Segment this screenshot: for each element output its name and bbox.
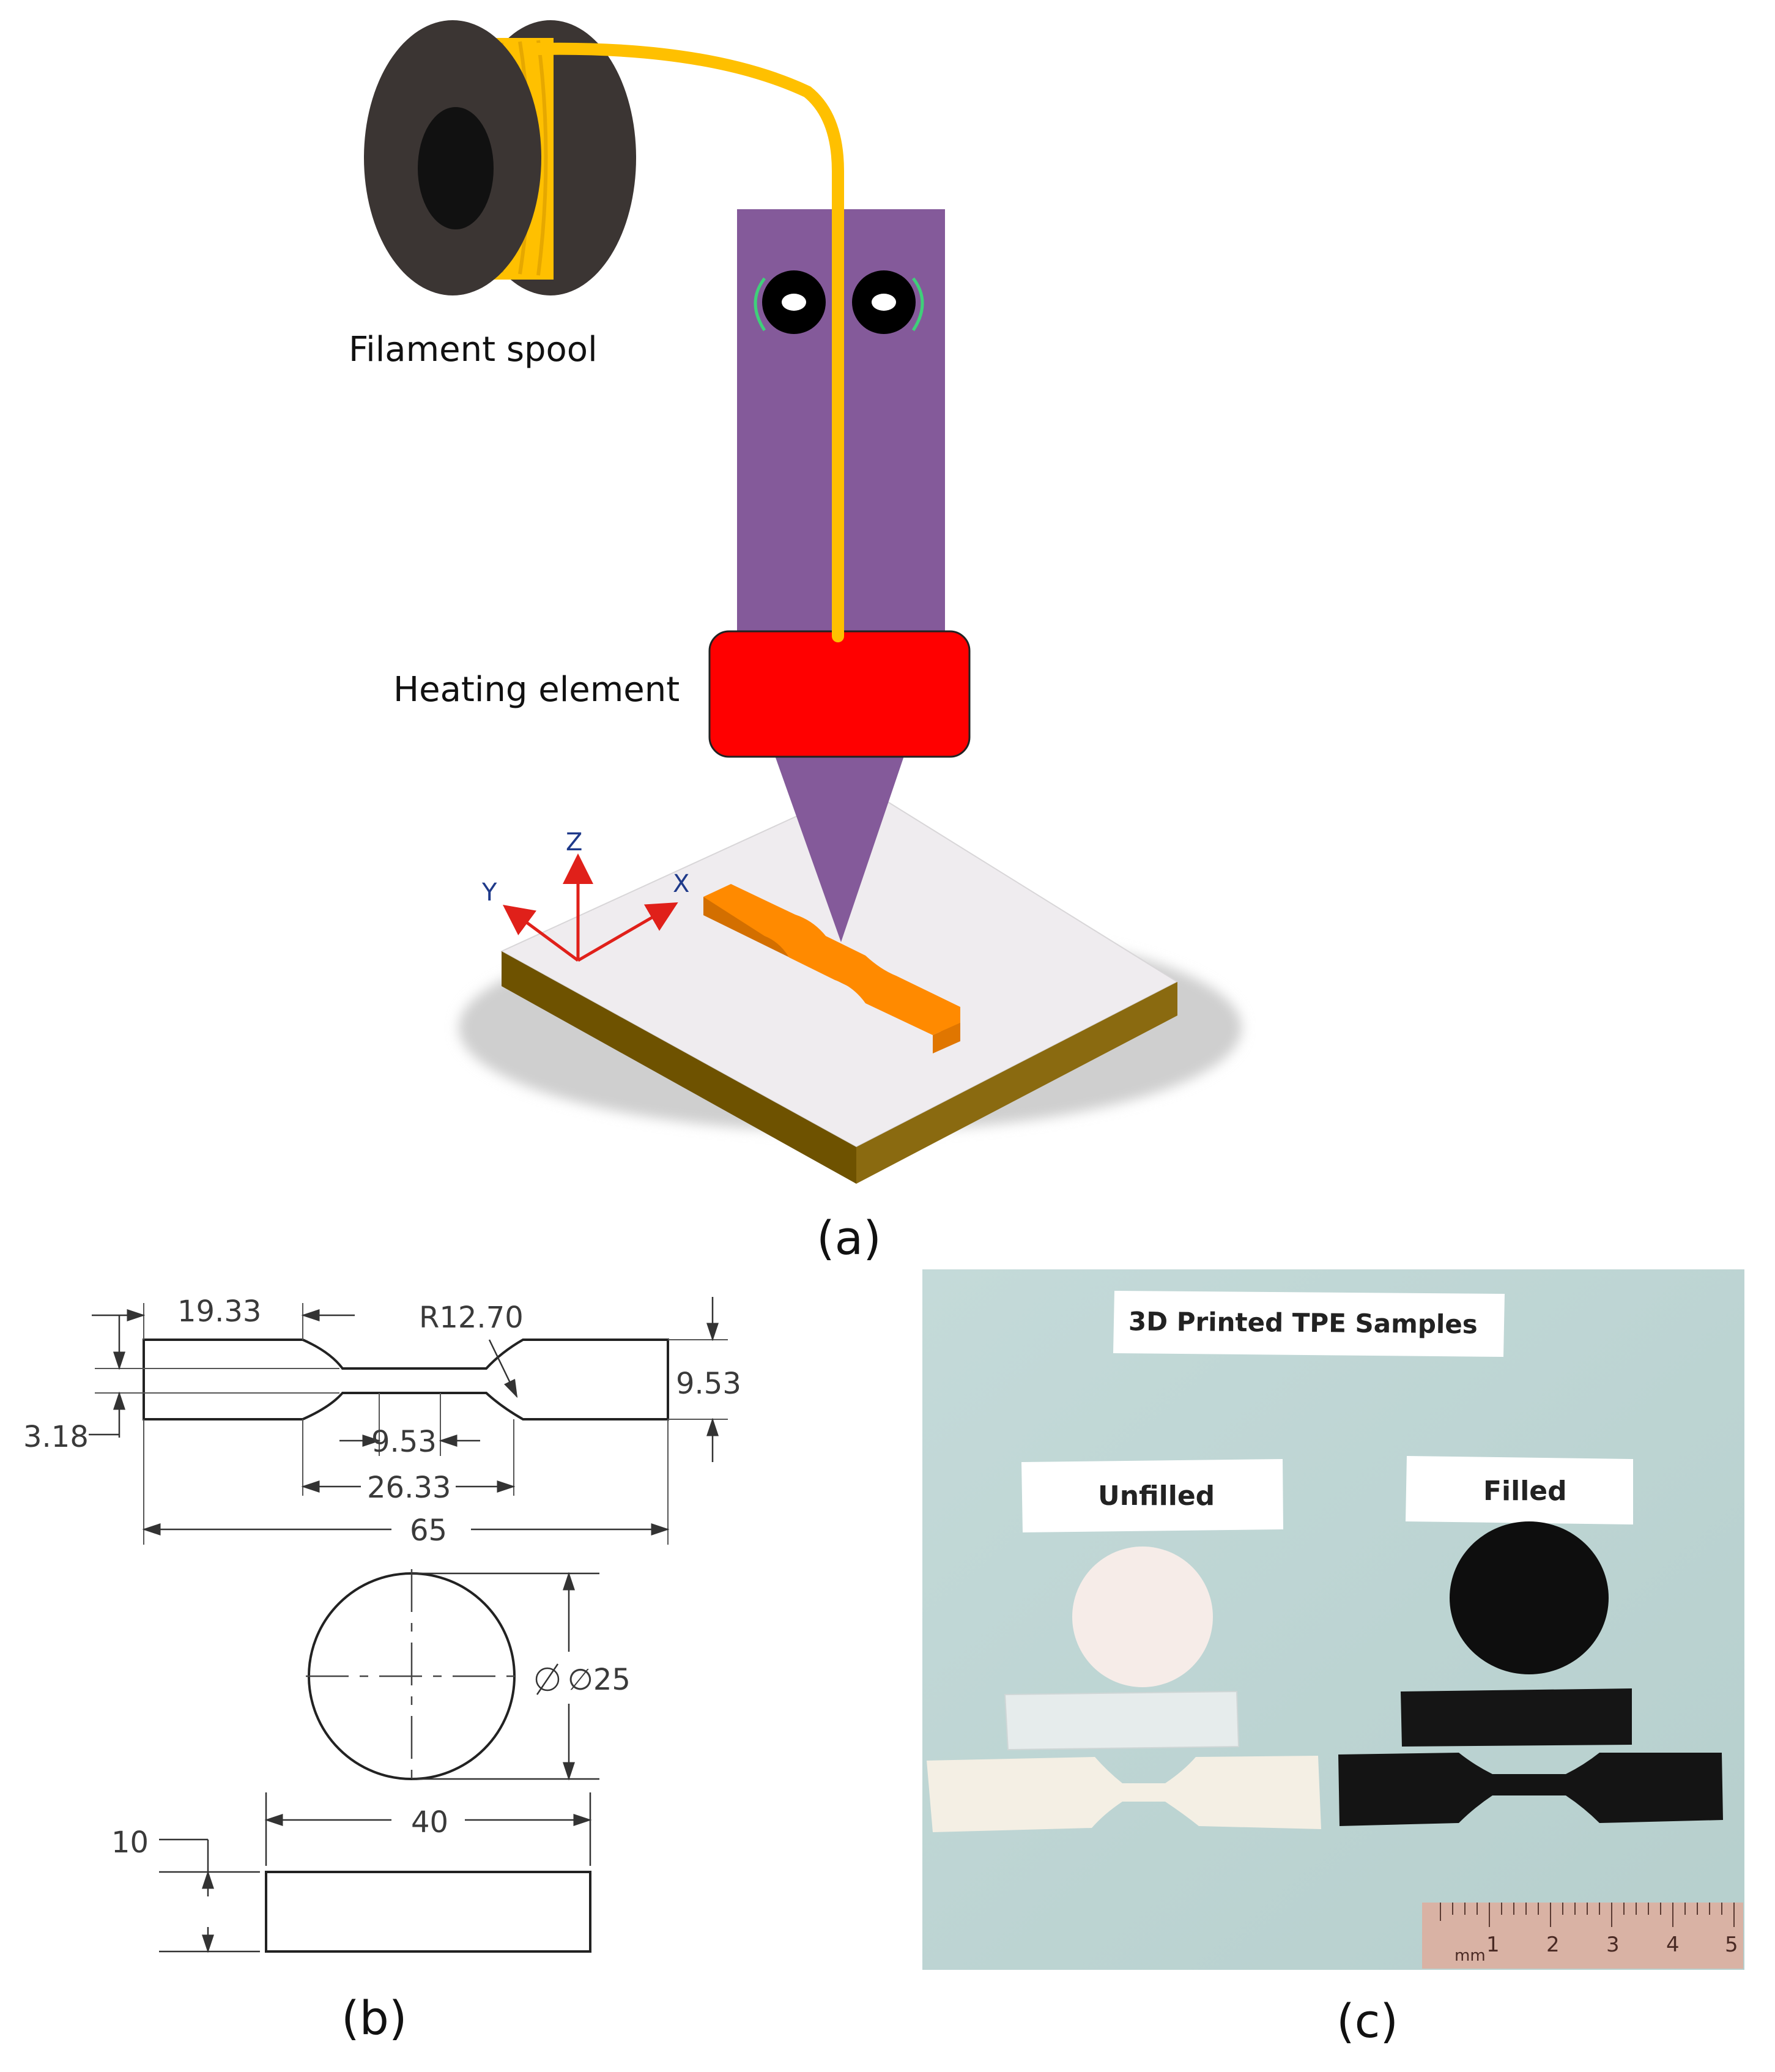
ruler-number-3: 3 — [1606, 1933, 1620, 1957]
unfilled-disc-sample — [1072, 1547, 1213, 1687]
right-gear-hub — [872, 294, 896, 311]
heating-element-label: Heating element — [393, 670, 680, 710]
filament-spool — [364, 20, 636, 295]
left-gear-hub — [782, 294, 806, 311]
bed-side-left — [502, 951, 856, 1184]
part-top — [703, 884, 960, 1035]
unfilled-label-card — [1021, 1459, 1283, 1532]
axis-triad: Z X Y — [481, 828, 689, 962]
ruler-number-4: 4 — [1666, 1933, 1680, 1957]
filled-label-text: Filled — [1483, 1476, 1567, 1507]
dim-thickness: 3.18 — [23, 1420, 89, 1454]
disc-centerlines — [306, 1569, 517, 1783]
ruler-number-2: 2 — [1546, 1933, 1560, 1957]
right-rotation-arrow-icon — [911, 277, 924, 332]
ruler-unit: mm — [1454, 1947, 1486, 1965]
left-rotation-arrow-icon — [754, 277, 766, 332]
ruler: mm 1 2 3 4 5 — [1422, 1903, 1743, 1969]
dim-gauge-length: 26.33 — [367, 1471, 451, 1505]
y-axis-arrow — [502, 905, 579, 962]
filament-spool-label: Filament spool — [349, 330, 598, 369]
filled-disc-sample — [1450, 1521, 1609, 1674]
dim-disc-diameter: ∅25 — [568, 1663, 631, 1697]
dim-fillet-radius: R12.70 — [419, 1301, 524, 1335]
drive-gears — [754, 270, 924, 334]
x-axis-label: X — [673, 870, 689, 898]
filled-block-sample — [1401, 1688, 1632, 1747]
caption-a: (a) — [817, 1211, 881, 1265]
block-dims — [159, 1792, 592, 1953]
dimension-arrows — [89, 1297, 719, 1535]
filament-strand — [532, 42, 844, 642]
caption-c: (c) — [1336, 1994, 1398, 2048]
spool-hub — [418, 107, 494, 229]
unfilled-label-text: Unfilled — [1098, 1480, 1215, 1512]
dim-overall-length: 65 — [410, 1513, 447, 1548]
filled-label-card — [1406, 1456, 1633, 1524]
panel-a: Z X Y — [349, 20, 1242, 1265]
title-card — [1113, 1291, 1505, 1357]
x-axis-arrow — [577, 902, 678, 962]
caption-b: (b) — [341, 1991, 407, 2045]
block-outline — [265, 1871, 591, 1953]
bed-side-right — [856, 982, 1177, 1184]
ruler-number-1: 1 — [1486, 1933, 1500, 1957]
y-axis-label: Y — [481, 878, 497, 907]
panel-b-labels: 19.33 R12.70 9.53 3.18 9.53 26.33 65 ∅25… — [23, 1294, 741, 2045]
ruler-ticks — [1440, 1903, 1735, 1927]
panel-b — [89, 1297, 728, 1953]
dim-grip-length: 19.33 — [177, 1294, 261, 1329]
heating-element — [708, 630, 971, 758]
unfilled-block-sample — [1004, 1690, 1240, 1751]
dim-gauge-width: 9.53 — [371, 1425, 437, 1459]
part-front — [933, 1023, 960, 1053]
printed-part — [703, 884, 960, 1053]
panel-c-photo: 3D Printed TPE Samples Unfilled Filled — [922, 1269, 1744, 2048]
ruler-body — [1422, 1903, 1743, 1969]
dogbone-outline — [143, 1339, 669, 1420]
ruler-number-5: 5 — [1725, 1933, 1738, 1957]
photo-background — [922, 1269, 1744, 1970]
dim-block-height: 10 — [111, 1825, 149, 1860]
disc-dim — [412, 1572, 599, 1781]
dim-block-length: 40 — [411, 1805, 448, 1840]
dim-grip-width: 9.53 — [676, 1367, 741, 1401]
z-axis-label: Z — [566, 828, 582, 856]
unfilled-dogbone-sample — [927, 1756, 1321, 1832]
title-card-text: 3D Printed TPE Samples — [1128, 1306, 1478, 1339]
filled-dogbone-sample — [1338, 1753, 1723, 1826]
nozzle-cone — [774, 752, 905, 942]
